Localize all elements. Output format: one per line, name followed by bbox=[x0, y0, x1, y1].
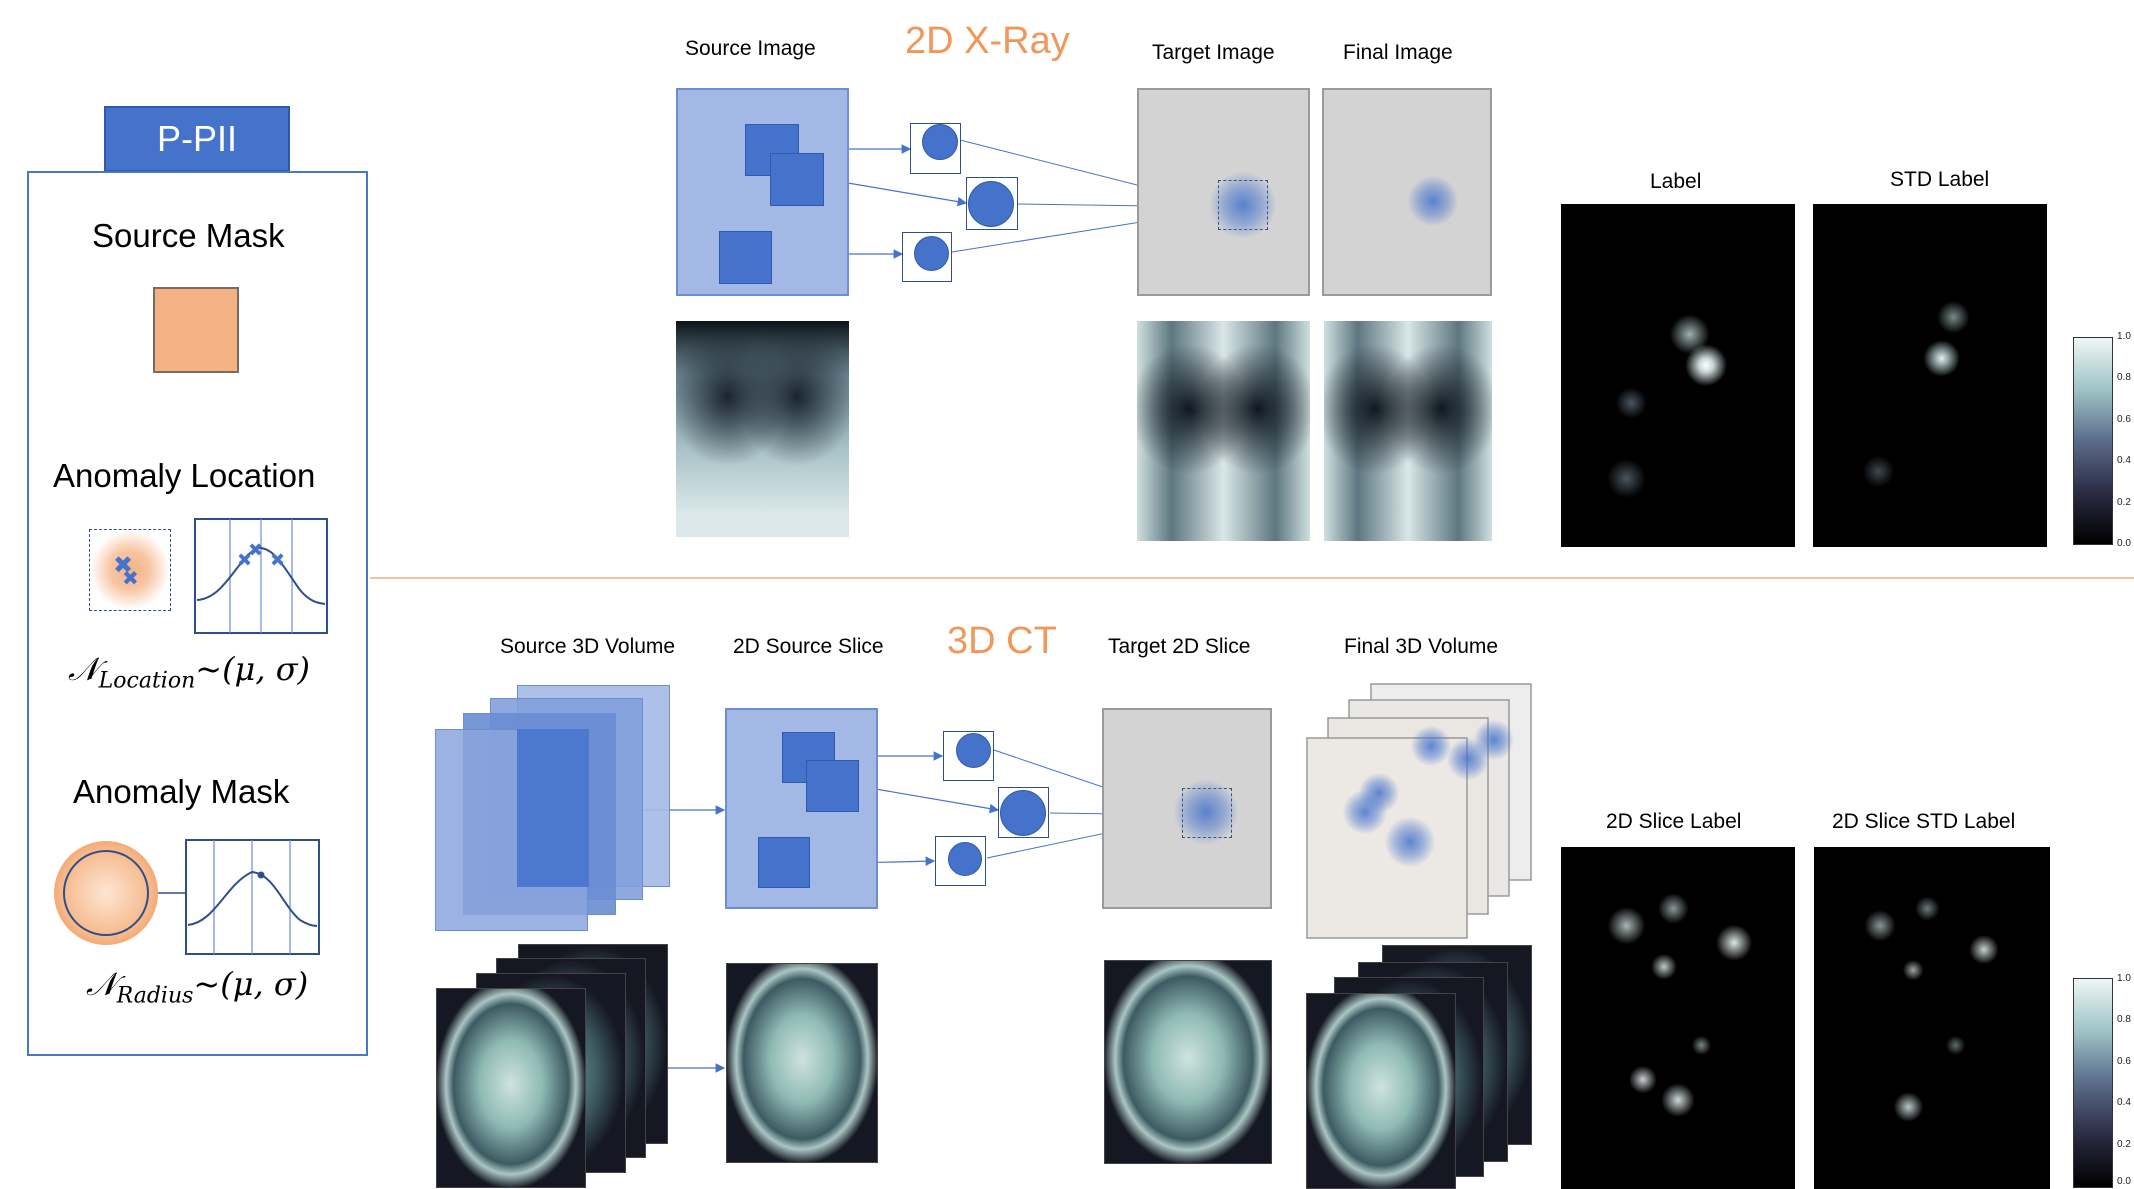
target-xray-image bbox=[1137, 321, 1310, 541]
target-image-label: Target Image bbox=[1152, 41, 1275, 64]
colorbar-tick: 1.0 bbox=[2117, 973, 2131, 984]
colorbar-tick: 0.2 bbox=[2117, 497, 2131, 508]
source-square bbox=[719, 231, 772, 284]
location-cross-marks: ✖✖✖ bbox=[237, 540, 285, 571]
radius-gaussian-curve bbox=[187, 870, 318, 927]
final-volume-blob bbox=[1359, 773, 1399, 813]
anomaly-dot bbox=[956, 733, 991, 768]
final-volume-blob bbox=[1447, 738, 1489, 780]
anomaly-dot bbox=[1000, 790, 1046, 836]
anomaly-dot bbox=[968, 181, 1014, 227]
colorbar-tick: 0.2 bbox=[2117, 1139, 2131, 1150]
radius-formula: 𝒩Radius~(μ, σ) bbox=[86, 965, 309, 1009]
location-cross-icon: ✖ bbox=[122, 566, 139, 590]
anomaly-mask-outline bbox=[63, 850, 149, 936]
p-pii-panel bbox=[27, 171, 368, 1056]
ct-std-label-map bbox=[1814, 847, 2050, 1189]
colorbar-tick: 0.8 bbox=[2117, 372, 2131, 383]
location-gaussian-curve bbox=[196, 546, 326, 605]
anomaly-dot bbox=[948, 842, 982, 876]
xray-label-map bbox=[1561, 204, 1795, 547]
xray-final-pane bbox=[1322, 88, 1492, 296]
location-cross-icon: ✖ bbox=[113, 551, 134, 579]
location-sample-box bbox=[89, 529, 171, 611]
colorbar-tick: 0.6 bbox=[2117, 414, 2131, 425]
final-volume-blob bbox=[1411, 726, 1451, 766]
source-volume-stack bbox=[435, 685, 670, 931]
colorbar-tick: 0.4 bbox=[2117, 455, 2131, 466]
source-volume-label: Source 3D Volume bbox=[500, 635, 676, 658]
ct-label-map bbox=[1561, 847, 1795, 1189]
source-slice-label: 2D Source Slice bbox=[733, 635, 884, 658]
colorbar-tick: 1.0 bbox=[2117, 331, 2131, 342]
target-anomaly-blob bbox=[1210, 172, 1276, 238]
final-anomaly-blob bbox=[1408, 176, 1458, 226]
xray-colorbar bbox=[2073, 337, 2113, 545]
ct-label-map-title: 2D Slice Label bbox=[1606, 810, 1742, 833]
target-slice-label: Target 2D Slice bbox=[1108, 635, 1251, 658]
source-square bbox=[770, 153, 824, 206]
colorbar-tick: 0.6 bbox=[2117, 1056, 2131, 1067]
p-pii-tab-label: P-PII bbox=[156, 118, 237, 159]
ct-std-label-map-title: 2D Slice STD Label bbox=[1832, 810, 2016, 833]
anomaly-dot bbox=[914, 236, 949, 271]
source-ct-slice-image bbox=[726, 963, 878, 1163]
svg-text:✖: ✖ bbox=[248, 540, 263, 561]
colorbar-tick: 0.0 bbox=[2117, 1176, 2131, 1187]
location-formula: 𝒩Location~(μ, σ) bbox=[68, 650, 311, 694]
svg-text:✖: ✖ bbox=[237, 550, 252, 571]
source-mask-square bbox=[153, 287, 239, 373]
source-ct-stack bbox=[436, 944, 670, 1188]
label-map-title: Label bbox=[1650, 170, 1702, 193]
anomaly-dot bbox=[922, 124, 958, 160]
final-image-label: Final Image bbox=[1343, 41, 1453, 64]
arrow-line bbox=[857, 785, 1000, 814]
colorbar-tick: 0.8 bbox=[2117, 1014, 2131, 1025]
xray-std-label-map bbox=[1813, 204, 2047, 547]
p-pii-tab: P-PII bbox=[104, 106, 290, 172]
anomaly-mask-title: Anomaly Mask bbox=[73, 773, 290, 810]
source-mask-title: Source Mask bbox=[92, 217, 285, 254]
anomaly-location-title: Anomaly Location bbox=[53, 457, 316, 494]
ct-section-title: 3D CT bbox=[947, 620, 1057, 662]
final-volume-label: Final 3D Volume bbox=[1344, 635, 1499, 658]
target-anomaly-blob bbox=[1174, 780, 1238, 844]
colorbar-tick: 0.0 bbox=[2117, 538, 2131, 549]
source-square bbox=[806, 760, 859, 812]
final-ct-stack bbox=[1306, 945, 1532, 1189]
xray-section-title: 2D X-Ray bbox=[905, 20, 1070, 62]
source-xray-image bbox=[676, 321, 849, 537]
ct-colorbar bbox=[2073, 978, 2113, 1188]
final-xray-image bbox=[1324, 321, 1492, 541]
final-volume-blob bbox=[1385, 817, 1435, 867]
colorbar-tick: 0.4 bbox=[2117, 1097, 2131, 1108]
svg-text:✖: ✖ bbox=[270, 550, 285, 571]
target-ct-slice-image bbox=[1104, 960, 1272, 1164]
source-image-label: Source Image bbox=[685, 37, 816, 60]
source-square bbox=[758, 837, 810, 888]
std-label-map-title: STD Label bbox=[1890, 168, 1990, 191]
